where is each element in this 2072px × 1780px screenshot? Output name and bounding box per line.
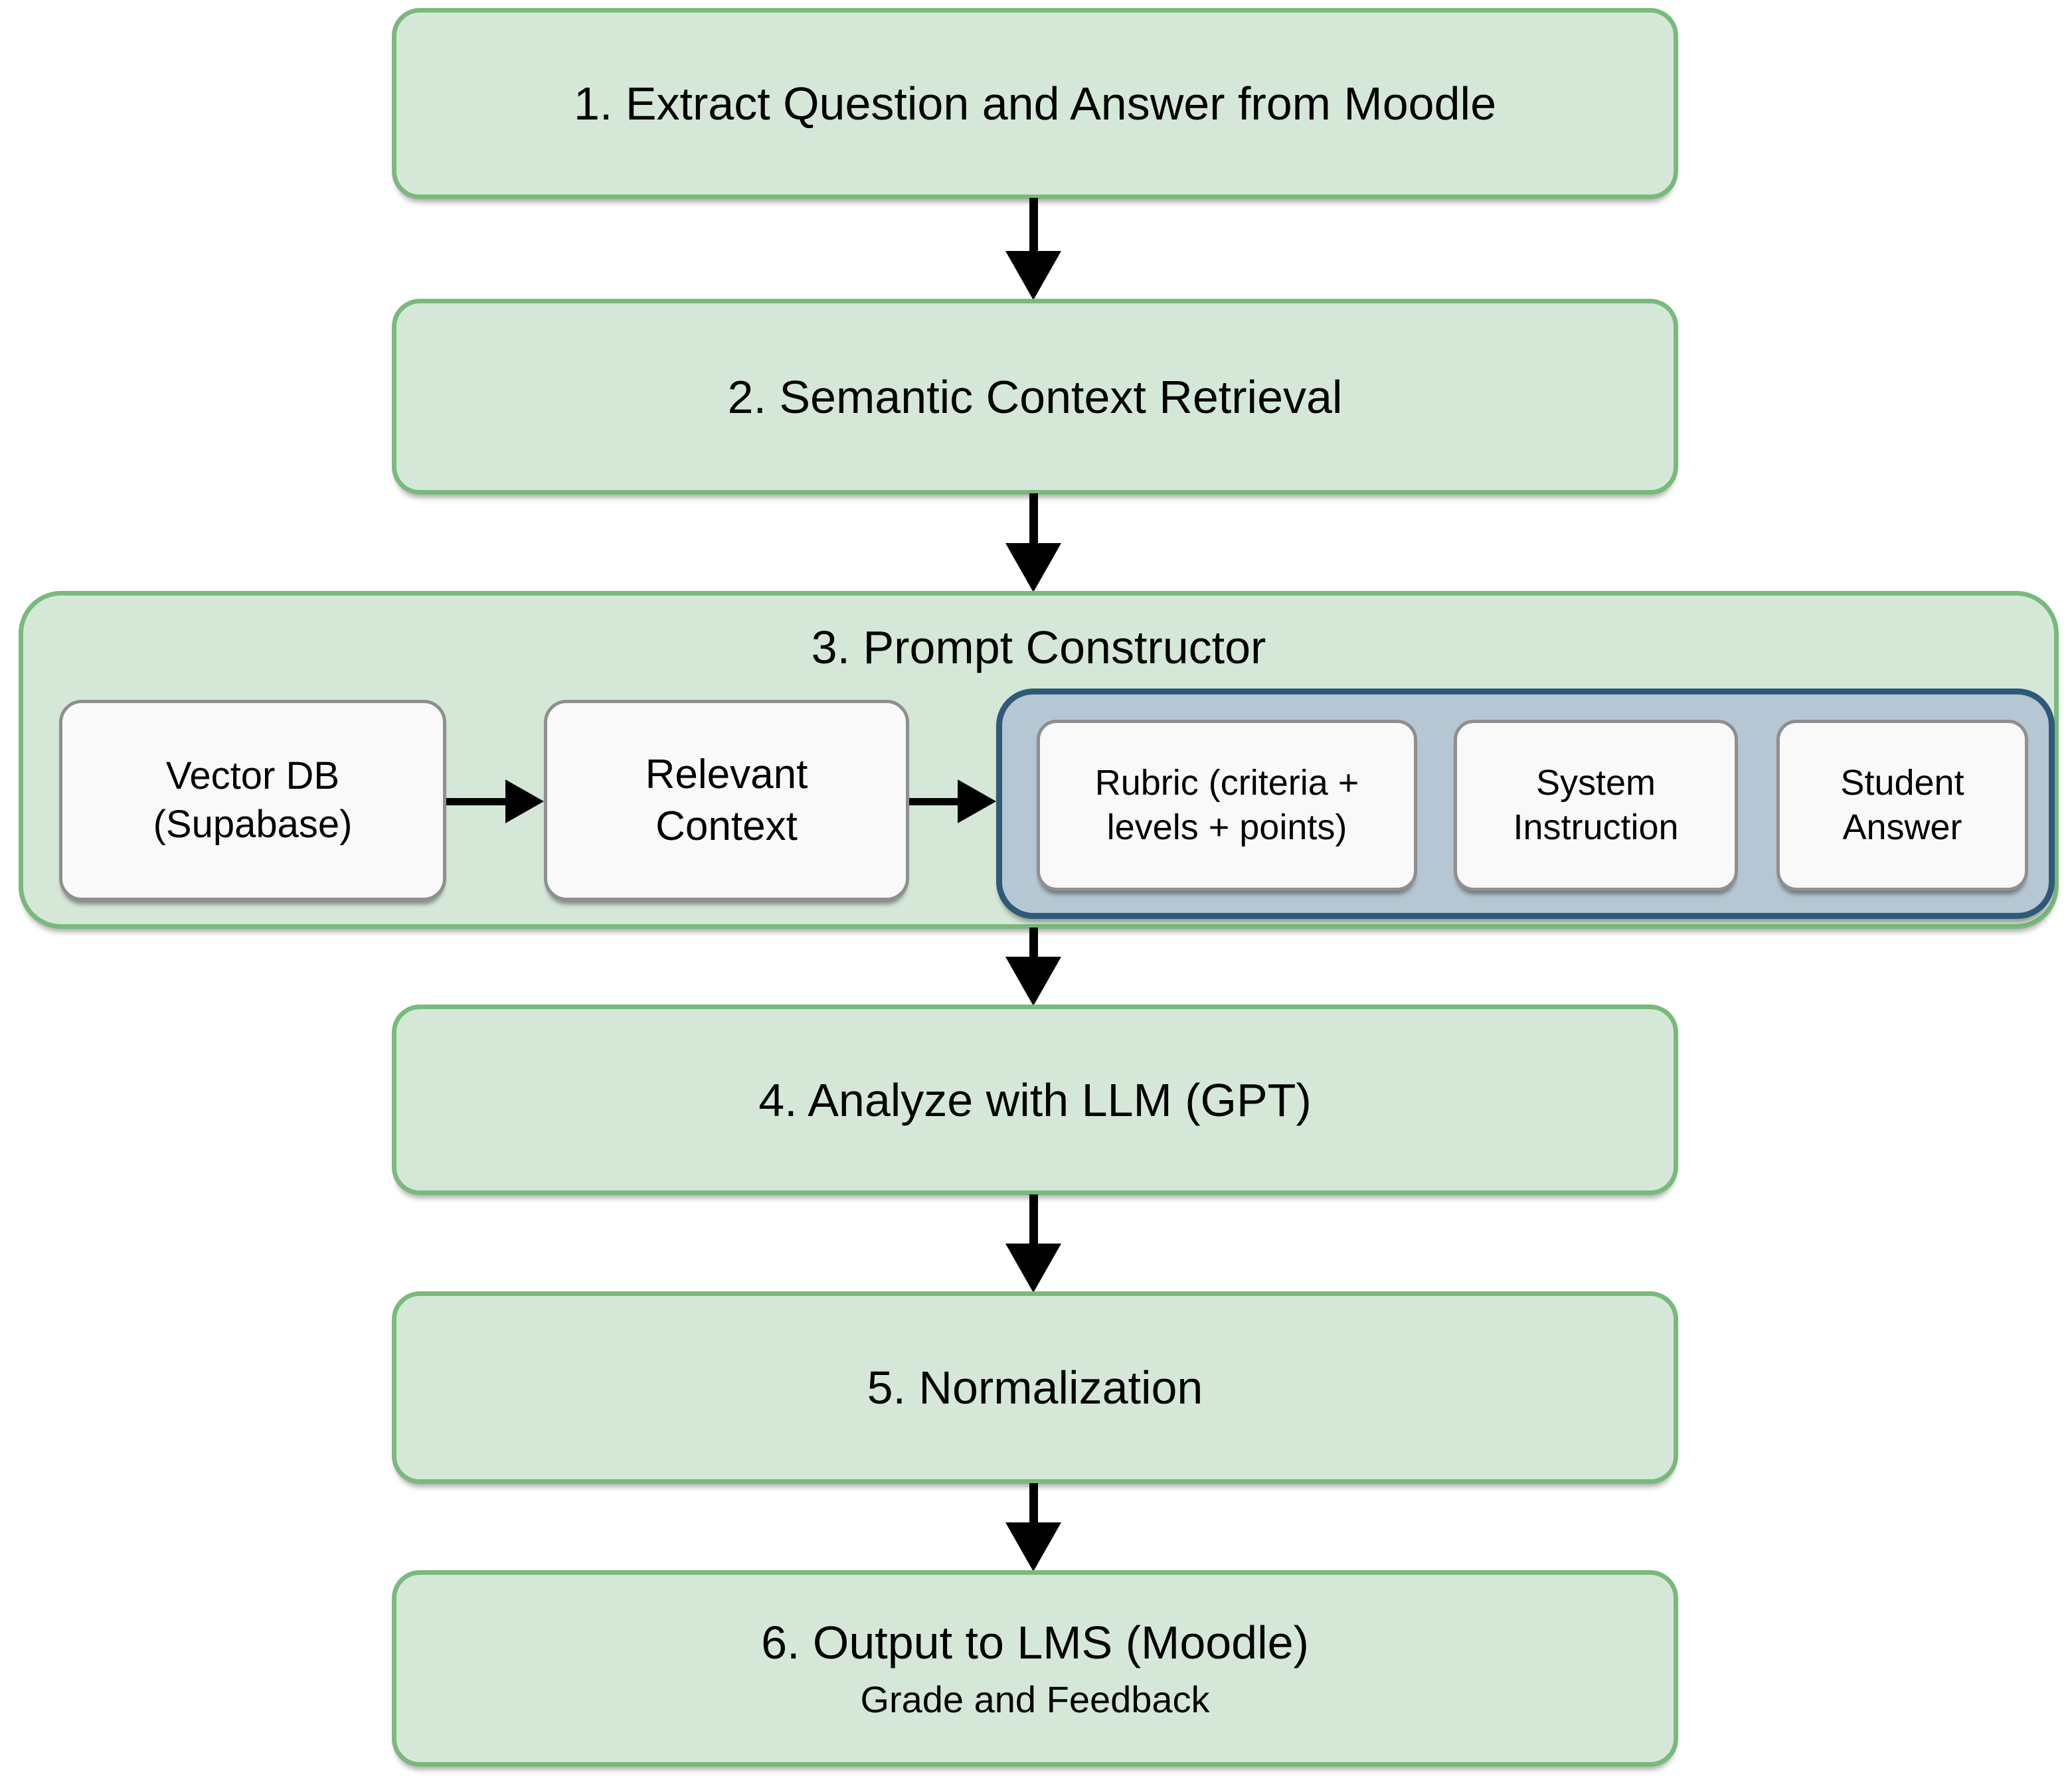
relevant-context-label: Relevant Context [645, 752, 808, 849]
vector-db-label: Vector DB (Supabase) [153, 754, 353, 846]
arrow-shaft [909, 797, 958, 805]
arrow-shaft [1029, 1483, 1038, 1522]
step-6-box: 6. Output to LMS (Moodle) Grade and Feed… [392, 1570, 1678, 1767]
student-answer-box: Student Answer [1776, 720, 2028, 891]
step-6-title: 6. Output to LMS (Moodle) [761, 1617, 1309, 1669]
step-4-box: 4. Analyze with LLM (GPT) [392, 1005, 1678, 1195]
arrow-head [1005, 543, 1061, 592]
arrow-shaft [446, 797, 505, 805]
step-2-label: 2. Semantic Context Retrieval [727, 370, 1343, 423]
rubric-box: Rubric (criteria + levels + points) [1037, 720, 1417, 891]
step-1-label: 1. Extract Question and Answer from Mood… [574, 78, 1496, 129]
arrow-down-4-icon [1000, 1194, 1067, 1293]
arrow-head [1005, 957, 1061, 1006]
step-2-box: 2. Semantic Context Retrieval [392, 299, 1678, 495]
rubric-label: Rubric (criteria + levels + points) [1094, 762, 1359, 848]
arrow-shaft [1029, 928, 1038, 957]
arrow-shaft [1029, 198, 1038, 251]
step-1-box: 1. Extract Question and Answer from Mood… [392, 8, 1678, 199]
arrow-head [958, 779, 996, 823]
arrow-down-1-icon [1000, 198, 1067, 300]
step-3-title: 3. Prompt Constructor [811, 621, 1266, 673]
arrow-down-5-icon [1000, 1483, 1067, 1572]
arrow-right-1-icon [446, 778, 544, 825]
arrow-down-3-icon [1000, 928, 1067, 1006]
arrow-down-2-icon [1000, 493, 1067, 592]
arrow-shaft [1029, 1194, 1038, 1244]
arrow-right-2-icon [909, 778, 996, 825]
step-5-box: 5. Normalization [392, 1291, 1678, 1484]
arrow-head [1005, 251, 1061, 300]
student-answer-label: Student Answer [1840, 762, 1964, 848]
step-6-subtitle: Grade and Feedback [860, 1678, 1210, 1721]
arrow-head [1005, 1244, 1061, 1293]
arrow-head [1005, 1522, 1061, 1572]
relevant-context-box: Relevant Context [544, 700, 909, 901]
system-instruction-box: System Instruction [1454, 720, 1738, 891]
vector-db-box: Vector DB (Supabase) [59, 700, 446, 901]
prompt-inputs-group: Rubric (criteria + levels + points) Syst… [996, 688, 2055, 919]
step-5-label: 5. Normalization [867, 1362, 1203, 1414]
step-3-container: 3. Prompt Constructor Vector DB (Supabas… [19, 591, 2059, 929]
arrow-shaft [1029, 493, 1038, 543]
system-instruction-label: System Instruction [1513, 762, 1679, 848]
arrow-head [505, 779, 544, 823]
step-4-label: 4. Analyze with LLM (GPT) [758, 1074, 1312, 1126]
